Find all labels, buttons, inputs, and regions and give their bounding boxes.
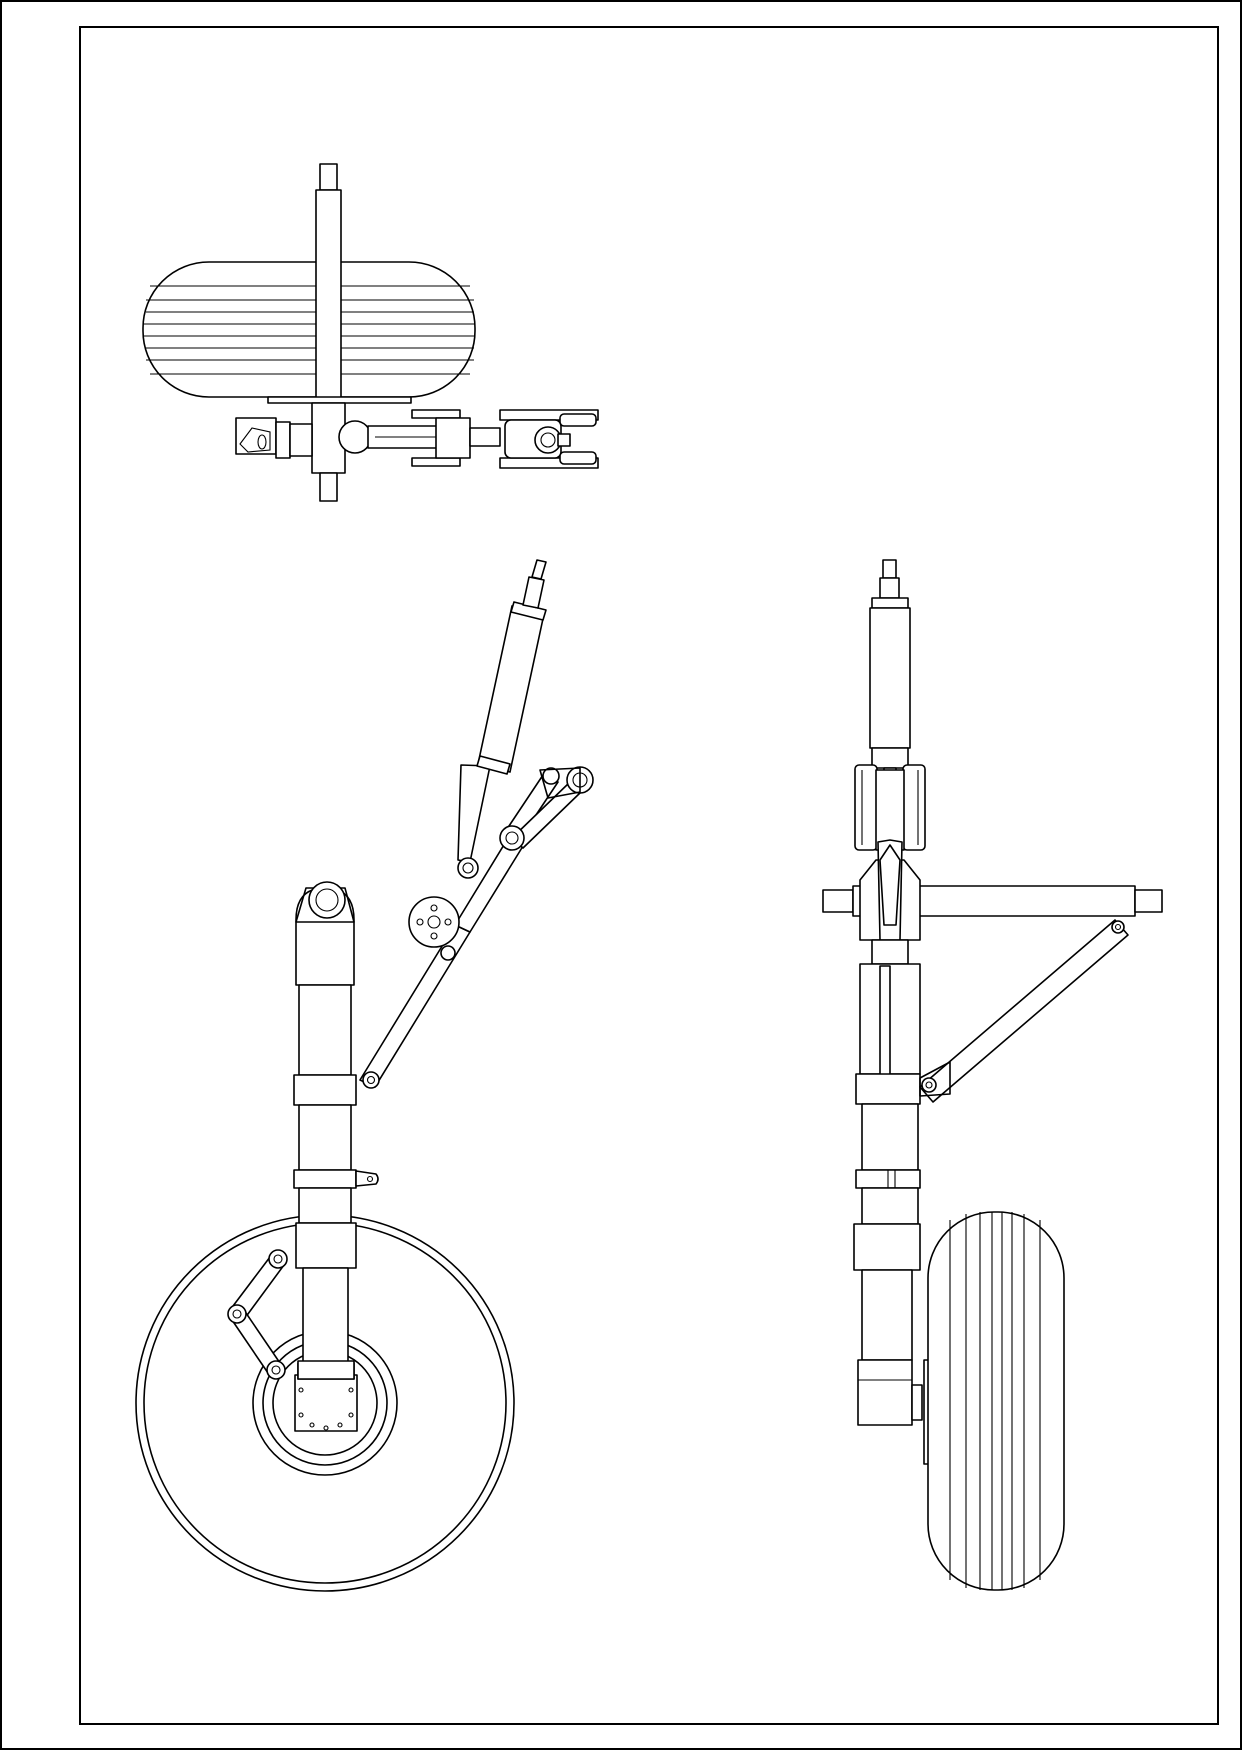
side-view-torque-links bbox=[227, 1249, 355, 1380]
side-view bbox=[135, 559, 594, 1592]
front-view-strut bbox=[853, 963, 923, 1426]
front-view-trunnion bbox=[854, 764, 926, 965]
side-view-strut bbox=[293, 881, 379, 1380]
side-view-actuator bbox=[457, 559, 547, 879]
front-view bbox=[822, 559, 1163, 1591]
top-view-linkage bbox=[235, 409, 599, 469]
inner-border bbox=[79, 26, 1219, 1725]
front-view-brace bbox=[919, 919, 1129, 1103]
front-view-tire bbox=[923, 1211, 1065, 1591]
top-view-tire bbox=[142, 261, 476, 398]
front-view-actuator bbox=[869, 559, 911, 789]
top-view bbox=[142, 163, 599, 502]
side-view-drag-brace bbox=[359, 766, 594, 1089]
